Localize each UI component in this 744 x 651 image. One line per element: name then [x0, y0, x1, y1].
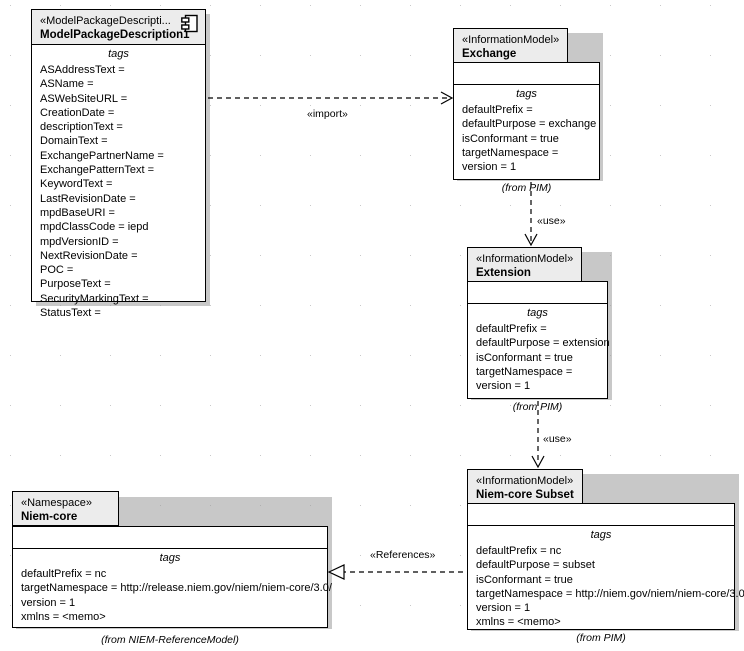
niem-core-body[interactable]: tags defaultPrefix = nc targetNamespace …	[12, 526, 332, 629]
connector-label-use-1: «use»	[537, 215, 566, 227]
niem-core-from-label: (from NIEM-ReferenceModel)	[101, 634, 239, 646]
connector-label-references: «References»	[370, 549, 436, 561]
stereotype-label: «InformationModel»	[476, 475, 574, 487]
niem-core-tags: tags defaultPrefix = nc targetNamespace …	[13, 549, 332, 629]
tag-row: defaultPurpose = extension	[476, 337, 610, 350]
node-title: Niem-core Subset	[476, 489, 574, 501]
tag-row: CreationDate =	[40, 106, 115, 119]
node-title: ModelPackageDescription1	[40, 29, 190, 41]
tag-row: PurposeText =	[40, 278, 111, 291]
extension-body[interactable]: tags defaultPrefix = defaultPurpose = ex…	[467, 281, 610, 399]
exchange-tags: tags defaultPrefix = defaultPurpose = ex…	[454, 85, 599, 179]
extension-tags: tags defaultPrefix = defaultPurpose = ex…	[468, 304, 610, 398]
tag-row: KeywordText =	[40, 178, 113, 191]
exchange-empty-compartment	[454, 63, 599, 85]
connector-label-import: «import»	[307, 108, 348, 120]
tag-row: targetNamespace =	[462, 146, 559, 159]
stereotype-label: «InformationModel»	[476, 253, 574, 265]
stereotype-label: «ModelPackageDescripti...	[40, 15, 171, 27]
tag-row: ASAddressText =	[40, 64, 125, 76]
niem-core-empty-compartment	[13, 527, 327, 549]
niem-core-subset-from-label: (from PIM)	[576, 632, 626, 644]
tag-row: isConformant = true	[462, 132, 559, 145]
tag-row: targetNamespace = http://release.niem.go…	[21, 582, 332, 595]
tag-row: defaultPrefix =	[462, 104, 533, 116]
tags-label: tags	[159, 552, 181, 564]
tag-row: defaultPurpose = exchange	[462, 118, 597, 131]
stereotype-label: «Namespace»	[21, 497, 92, 509]
tag-row: mpdVersionID =	[40, 235, 119, 248]
model-package-description1-header: «ModelPackageDescripti... ModelPackageDe…	[32, 10, 205, 45]
extension-from-label: (from PIM)	[512, 401, 563, 413]
component-icon	[181, 14, 199, 39]
tag-row: targetNamespace = http://niem.gov/niem/n…	[476, 587, 744, 600]
tag-row: ASWebSiteURL =	[40, 92, 128, 105]
extension-empty-compartment	[468, 282, 607, 304]
tag-row: version = 1	[21, 596, 76, 609]
model-package-description1-box[interactable]: «ModelPackageDescripti... ModelPackageDe…	[31, 9, 206, 319]
tag-row: mpdClassCode = iepd	[40, 221, 149, 234]
tag-row: version = 1	[476, 380, 531, 393]
tag-row: DomainText =	[40, 135, 108, 148]
connector-references[interactable]	[327, 564, 463, 580]
tag-row: isConformant = true	[476, 573, 573, 586]
model-package-description1-tags: tags ASAddressText = ASName = ASWebSiteU…	[32, 45, 205, 325]
tag-row: NextRevisionDate =	[40, 249, 138, 262]
tag-row: mpdBaseURI =	[40, 206, 115, 219]
tag-row: ExchangePartnerName =	[40, 149, 164, 162]
node-title: Exchange	[462, 48, 517, 60]
niem-core-subset-tab[interactable]: «InformationModel» Niem-core Subset	[467, 469, 583, 504]
tag-row: xmlns = <memo>	[476, 616, 561, 629]
tag-row: LastRevisionDate =	[40, 192, 136, 205]
tags-label: tags	[516, 88, 537, 100]
tag-row: defaultPrefix = nc	[476, 545, 562, 557]
tag-row: descriptionText =	[40, 121, 123, 134]
exchange-from-label: (from PIM)	[501, 182, 552, 194]
tag-row: version = 1	[476, 602, 531, 615]
niem-core-subset-empty-compartment	[468, 504, 734, 526]
niem-core-tab[interactable]: «Namespace» Niem-core	[12, 491, 119, 526]
exchange-body[interactable]: tags defaultPrefix = defaultPurpose = ex…	[453, 62, 600, 180]
niem-core-subset-body[interactable]: tags defaultPrefix = nc defaultPurpose =…	[467, 503, 744, 630]
exchange-tab[interactable]: «InformationModel» Exchange	[453, 28, 568, 63]
tag-row: defaultPurpose = subset	[476, 559, 595, 572]
node-title: Niem-core	[21, 511, 78, 523]
tag-row: defaultPrefix =	[476, 323, 547, 335]
tag-row: isConformant = true	[476, 351, 573, 364]
tags-label: tags	[527, 307, 548, 319]
tag-row: targetNamespace =	[476, 365, 573, 378]
tag-row: version = 1	[462, 161, 517, 174]
tag-row: defaultPrefix = nc	[21, 568, 107, 580]
tags-label: tags	[108, 48, 129, 60]
tag-row: xmlns = <memo>	[21, 610, 106, 623]
connector-import[interactable]	[208, 91, 454, 105]
tag-row: POC =	[40, 264, 74, 277]
node-title: Extension	[476, 267, 531, 279]
tag-row: ASName =	[40, 78, 94, 91]
tag-row: ExchangePatternText =	[40, 164, 155, 177]
tags-label: tags	[590, 529, 612, 541]
extension-tab[interactable]: «InformationModel» Extension	[467, 247, 582, 282]
tag-row: SecurityMarkingText =	[40, 292, 149, 305]
connector-label-use-2: «use»	[543, 433, 572, 445]
stereotype-label: «InformationModel»	[462, 34, 560, 46]
niem-core-subset-tags: tags defaultPrefix = nc defaultPurpose =…	[468, 526, 744, 635]
tag-row: StatusText =	[40, 307, 101, 320]
